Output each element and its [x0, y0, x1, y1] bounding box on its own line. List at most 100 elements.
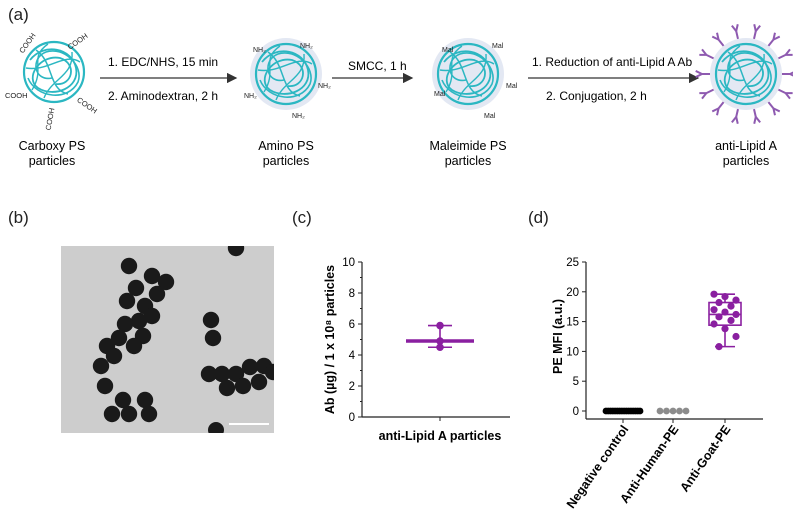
- y-tick-label: 25: [566, 257, 579, 269]
- stage-label-line: Carboxy PS: [19, 139, 86, 153]
- antibody-icon: [778, 48, 793, 60]
- data-point: [710, 306, 718, 314]
- data-point: [656, 407, 664, 415]
- nh2-labels: NH₂ NH₂ NH₂ NH₂ NH₂: [244, 43, 331, 120]
- antibody-icon: [782, 71, 793, 77]
- bead: [136, 391, 154, 409]
- y-tick-label: 0: [349, 412, 355, 424]
- nh2-label: NH₂: [292, 113, 305, 120]
- data-point: [727, 302, 735, 310]
- antibody-icon: [699, 88, 714, 100]
- bead: [143, 307, 161, 325]
- antibody-icon: [695, 70, 710, 78]
- bead: [148, 285, 166, 303]
- cooh-label: COOH: [75, 95, 99, 115]
- cooh-label: COOH: [66, 31, 90, 51]
- bead: [218, 379, 236, 397]
- data-point: [710, 320, 718, 328]
- step2-line1: SMCC, 1 h: [348, 59, 407, 73]
- data-point: [436, 321, 444, 330]
- nh2-label: NH₂: [318, 83, 331, 90]
- bead: [208, 422, 224, 433]
- data-point: [715, 313, 723, 321]
- antibody-icon: [778, 88, 793, 100]
- bead: [105, 347, 123, 365]
- tem-micrograph: [61, 246, 274, 433]
- bead: [264, 363, 274, 381]
- mal-label: Mal: [484, 113, 496, 120]
- stage-label-line: particles: [29, 154, 76, 168]
- antibody-icon: [753, 24, 761, 40]
- y-tick-label: 10: [566, 346, 579, 358]
- stage-label-line: particles: [263, 154, 310, 168]
- bead: [120, 257, 138, 275]
- bead: [143, 267, 161, 285]
- antibody-particle: [695, 24, 793, 124]
- antibody-icon: [731, 24, 739, 40]
- cooh-labels: COOH COOH COOH COOH COOH: [5, 31, 99, 131]
- data-point: [732, 310, 740, 319]
- mal-label: Mal: [506, 83, 518, 90]
- bead: [130, 312, 148, 330]
- x-axis-label: anti-Lipid A particles: [379, 429, 502, 443]
- stage-label-line: Maleimide PS: [429, 139, 506, 153]
- stage-label-line: anti-Lipid A: [715, 139, 778, 153]
- carboxy-particle: [22, 40, 86, 104]
- nh2-label: NH₂: [300, 43, 313, 50]
- bead: [250, 373, 268, 391]
- step3-line2: 2. Conjugation, 2 h: [546, 89, 647, 103]
- bead: [118, 292, 136, 310]
- antibody-icon: [731, 108, 739, 124]
- data-point: [436, 343, 444, 352]
- data-point: [682, 407, 690, 415]
- antibody-icon: [753, 108, 761, 124]
- bead: [125, 337, 143, 355]
- data-point: [669, 407, 677, 415]
- bead: [234, 377, 252, 395]
- mal-label: Mal: [442, 47, 454, 54]
- bead: [116, 315, 134, 333]
- bead: [120, 405, 138, 423]
- antibody-icon: [767, 101, 781, 116]
- panel-label-d: (d): [528, 208, 549, 227]
- y-tick-label: 5: [573, 376, 579, 388]
- bead: [202, 311, 220, 329]
- bead: [241, 358, 259, 376]
- bead: [200, 365, 218, 383]
- data-point: [721, 325, 729, 333]
- data-point: [663, 407, 670, 415]
- data-point: [710, 290, 718, 298]
- step1-line2: 2. Aminodextran, 2 h: [108, 89, 218, 103]
- step1-line1: 1. EDC/NHS, 15 min: [108, 55, 218, 69]
- stage-label-line: Amino PS: [258, 139, 314, 153]
- cooh-label: COOH: [44, 107, 57, 131]
- y-tick-label: 10: [342, 257, 355, 269]
- y-tick-label: 2: [349, 381, 355, 393]
- nh2-label: NH₂: [253, 47, 266, 54]
- mal-label: Mal: [434, 91, 446, 98]
- y-tick-label: 4: [349, 350, 356, 362]
- data-point: [715, 298, 723, 307]
- data-point: [727, 316, 735, 325]
- bead: [114, 391, 132, 409]
- data-point: [732, 296, 740, 304]
- y-tick-label: 6: [349, 319, 355, 331]
- y-tick-label: 8: [349, 288, 355, 300]
- y-tick-label: 0: [573, 406, 579, 418]
- bead: [157, 273, 175, 291]
- stage-label-line: particles: [723, 154, 770, 168]
- data-point: [732, 332, 740, 341]
- bead: [227, 246, 245, 257]
- data-point: [715, 343, 723, 351]
- antibody-icon: [711, 101, 725, 116]
- bead: [127, 279, 145, 297]
- cooh-label: COOH: [5, 91, 28, 100]
- data-point: [721, 292, 729, 301]
- bead-image: [92, 246, 274, 433]
